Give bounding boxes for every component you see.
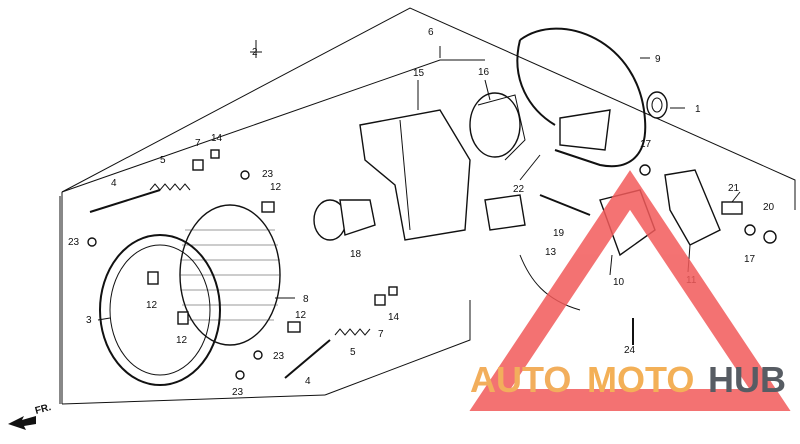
- washer-17-a: [744, 224, 756, 236]
- callout-5-lower: 5: [350, 347, 356, 358]
- callout-18: 18: [350, 249, 362, 260]
- callout-6: 6: [428, 27, 434, 38]
- callout-24: 24: [624, 345, 636, 356]
- sealed-beam-unit: [179, 204, 281, 346]
- callout-23-c: 23: [273, 351, 285, 362]
- mount-bracket-11: [664, 169, 721, 246]
- spring-upper: [149, 183, 191, 191]
- callout-4-lower: 4: [305, 376, 311, 387]
- clip-12-a: [261, 201, 275, 213]
- callout-5-upper: 5: [160, 155, 166, 166]
- bracket: [359, 109, 471, 241]
- callout-23-b: 23: [262, 169, 274, 180]
- callout-19: 19: [553, 228, 565, 239]
- clip-12-b: [147, 271, 159, 285]
- callout-13: 13: [545, 247, 557, 258]
- nut-lower: [374, 294, 386, 306]
- headlight-bulb: [313, 199, 376, 241]
- clip-12-c: [177, 311, 189, 325]
- warning-triangle-icon: [469, 170, 791, 411]
- callout-14-lower: 14: [388, 312, 400, 323]
- screw-23-b: [240, 170, 250, 180]
- callout-7-upper: 7: [195, 138, 201, 149]
- grommet: [646, 91, 668, 119]
- callout-labels: 1 2 3 4 4 5 5 6 7 7 8 9 10 11 12 12 12 1…: [68, 27, 775, 398]
- callout-17-b: 17: [744, 254, 756, 265]
- collar-21: [721, 201, 743, 215]
- spring-lower: [334, 328, 371, 336]
- screw-23-c: [253, 350, 263, 360]
- callout-16: 16: [478, 67, 490, 78]
- watermark-logo: AUTO MOTO HUB: [469, 170, 791, 411]
- washer-17-b: [639, 164, 651, 176]
- bolt-19: [539, 194, 591, 216]
- headlight-rim: [99, 234, 221, 386]
- clip-12-d: [287, 321, 301, 333]
- callout-12-c: 12: [176, 335, 188, 346]
- clip-lower: [388, 286, 398, 296]
- screw-23-d: [235, 370, 245, 380]
- watermark-hub: HUB: [708, 359, 786, 400]
- callout-17-a: 17: [640, 139, 652, 150]
- callout-15: 15: [413, 68, 425, 79]
- callout-14-upper: 14: [211, 133, 223, 144]
- callout-12-a: 12: [270, 182, 282, 193]
- headlight-case: [516, 27, 647, 168]
- clip-upper: [210, 149, 220, 159]
- adjusting-screw-lower: [284, 339, 331, 379]
- callout-1: 1: [695, 104, 701, 115]
- callout-4-upper: 4: [111, 178, 117, 189]
- front-direction-marker: FR.: [8, 402, 53, 430]
- callout-20: 20: [763, 202, 775, 213]
- callout-12-b: 12: [146, 300, 158, 311]
- callout-23-a: 23: [68, 237, 80, 248]
- assembly-boundary: [61, 7, 796, 405]
- adjusting-screw-upper: [89, 189, 161, 213]
- callout-3: 3: [86, 315, 92, 326]
- callout-12-d: 12: [295, 310, 307, 321]
- screw-23-a: [87, 237, 97, 247]
- callout-10: 10: [613, 277, 625, 288]
- watermark-auto: AUTO: [470, 359, 571, 400]
- callout-23-d: 23: [232, 387, 244, 398]
- nut-20: [763, 230, 777, 244]
- subassembly-boundary: [59, 59, 485, 404]
- callout-8: 8: [303, 294, 309, 305]
- callout-22: 22: [513, 184, 525, 195]
- front-marker-label: FR.: [34, 402, 53, 417]
- callout-7-lower: 7: [378, 329, 384, 340]
- callout-21: 21: [728, 183, 740, 194]
- nut-upper: [192, 159, 204, 171]
- bulb-socket: [484, 194, 581, 311]
- watermark-moto: MOTO: [587, 359, 694, 400]
- callout-2: 2: [252, 47, 258, 58]
- arrow-left-icon: [8, 416, 36, 430]
- callout-9: 9: [655, 54, 661, 65]
- socket-housing: [469, 92, 526, 161]
